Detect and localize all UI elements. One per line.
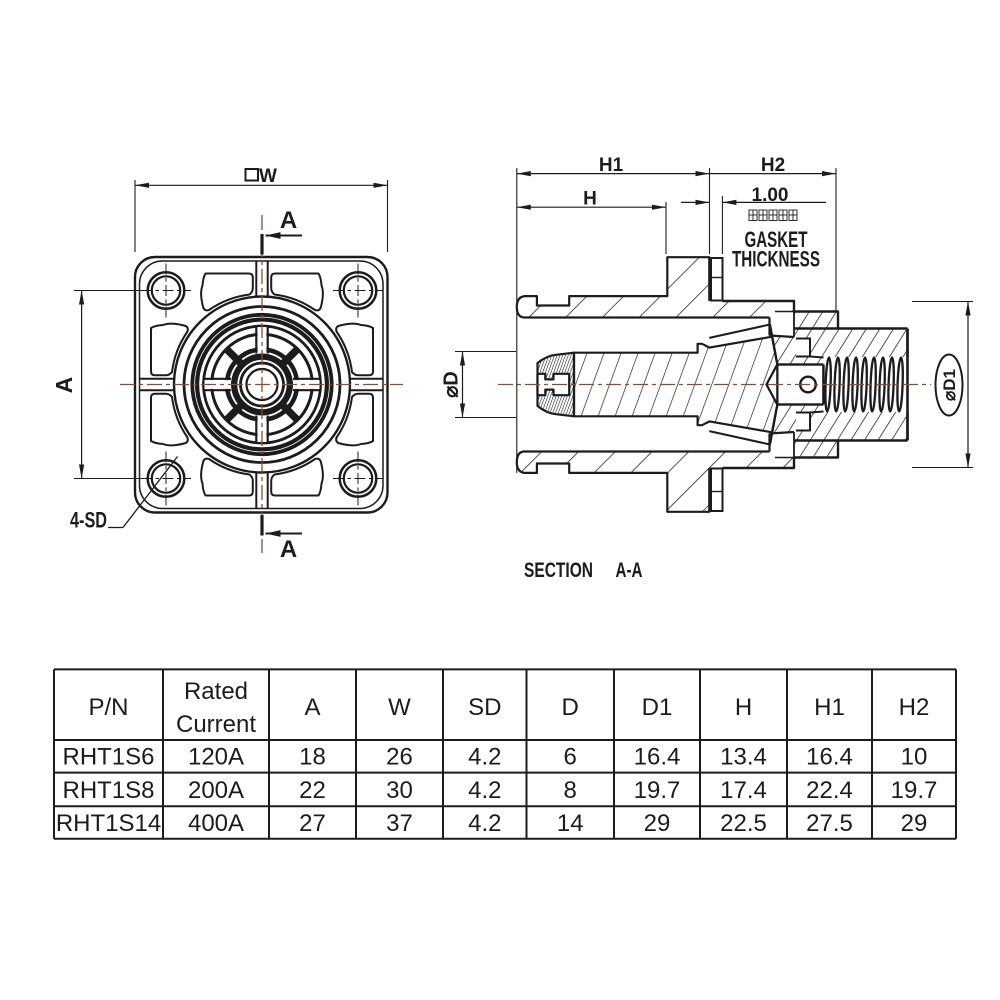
svg-text:1.00: 1.00 (752, 185, 789, 206)
svg-text:22: 22 (299, 777, 326, 804)
svg-text:D1: D1 (642, 694, 673, 721)
svg-text:4.2: 4.2 (468, 810, 501, 837)
svg-text:37: 37 (386, 810, 413, 837)
svg-text:18: 18 (299, 744, 326, 771)
svg-text:RHT1S14: RHT1S14 (56, 810, 161, 837)
svg-text:Current: Current (176, 711, 256, 738)
svg-text:4.2: 4.2 (468, 744, 501, 771)
svg-text:26: 26 (386, 744, 413, 771)
svg-text:13.4: 13.4 (720, 744, 767, 771)
svg-text:30: 30 (386, 777, 413, 804)
svg-text:W: W (259, 166, 277, 187)
svg-text:SD: SD (468, 694, 501, 721)
svg-text:GASKET: GASKET (745, 227, 808, 252)
svg-text:A: A (280, 536, 297, 563)
svg-text:4-SD: 4-SD (70, 508, 107, 533)
svg-text:A: A (304, 694, 320, 721)
svg-text:Rated: Rated (184, 678, 248, 705)
svg-text:SECTION: SECTION (524, 559, 593, 582)
svg-text:H: H (735, 694, 752, 721)
svg-text:⌀D1: ⌀D1 (940, 369, 959, 401)
svg-text:6: 6 (564, 744, 577, 771)
svg-text:H2: H2 (899, 694, 930, 721)
svg-text:120A: 120A (188, 744, 244, 771)
svg-text:400A: 400A (188, 810, 244, 837)
svg-text:H1: H1 (814, 694, 845, 721)
svg-text:14: 14 (557, 810, 584, 837)
svg-text:8: 8 (564, 777, 577, 804)
svg-text:A: A (51, 377, 77, 394)
svg-text:H1: H1 (599, 155, 624, 176)
svg-text:19.7: 19.7 (634, 777, 681, 804)
svg-text:P/N: P/N (88, 694, 128, 721)
svg-text:29: 29 (644, 810, 671, 837)
svg-text:19.7: 19.7 (891, 777, 938, 804)
svg-text:16.4: 16.4 (634, 744, 681, 771)
svg-text:27.5: 27.5 (806, 810, 853, 837)
svg-text:16.4: 16.4 (806, 744, 853, 771)
svg-text:22.5: 22.5 (720, 810, 767, 837)
svg-text:RHT1S6: RHT1S6 (62, 744, 154, 771)
svg-text:RHT1S8: RHT1S8 (62, 777, 154, 804)
svg-text:A: A (280, 207, 297, 234)
svg-text:17.4: 17.4 (720, 777, 767, 804)
svg-text:4.2: 4.2 (468, 777, 501, 804)
svg-text:22.4: 22.4 (806, 777, 853, 804)
svg-text:THICKNESS: THICKNESS (732, 247, 820, 272)
svg-text:H: H (583, 189, 597, 210)
svg-text:⌀D: ⌀D (441, 371, 463, 397)
svg-text:27: 27 (299, 810, 326, 837)
svg-text:29: 29 (901, 810, 928, 837)
svg-text:200A: 200A (188, 777, 244, 804)
svg-text:A-A: A-A (616, 559, 643, 582)
svg-text:10: 10 (901, 744, 928, 771)
svg-text:W: W (388, 694, 411, 721)
svg-text:D: D (562, 694, 579, 721)
svg-text:H2: H2 (761, 155, 785, 176)
